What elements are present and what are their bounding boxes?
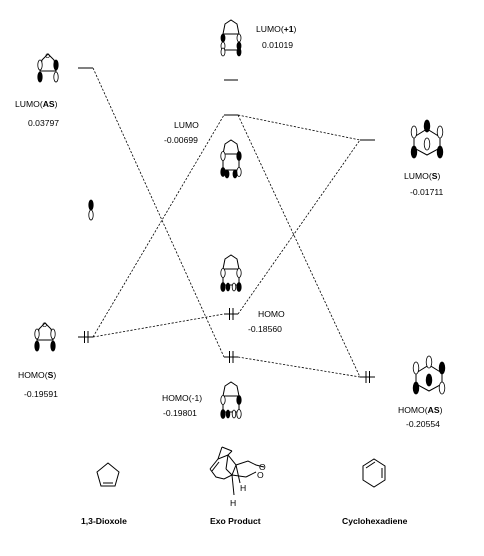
orbital-diene-homo-icon (412, 355, 446, 395)
label-product-homo-minus1: HOMO(-1) -0.19801 (162, 393, 202, 418)
corr-dioxole-lumo-to-homo-minus1 (92, 67, 225, 358)
electron-pair-product-homo-minus1 (229, 351, 234, 363)
orbital-diene-lumo-icon (410, 119, 444, 159)
corr-dioxole-homo-to-homo (92, 313, 225, 338)
electron-pairs (84, 308, 370, 383)
svg-text:HOMO: HOMO (258, 309, 285, 319)
svg-text:HOMO(S): HOMO(S) (18, 370, 56, 380)
oxygen-atom-label-2: O (257, 470, 264, 480)
energy-product-lumo-plus1: 0.01019 (262, 40, 293, 50)
orbital-product-homo-minus1-icon (220, 381, 242, 419)
orbital-dioxole-lumo-icon: O (37, 53, 59, 83)
corr-dioxole-homo-to-lumo (92, 114, 225, 338)
energy-product-homo: -0.18560 (248, 324, 282, 334)
oxygen-atom-label-1: O (259, 462, 266, 472)
corr-lumo-to-diene-lumo (237, 114, 361, 141)
molecule-label-dioxole: 1,3-Dioxole (81, 516, 127, 526)
energy-dioxole-homo: -0.19591 (24, 389, 58, 399)
orbital-product-homo-icon (220, 254, 242, 292)
corr-homo-to-diene-lumo (237, 139, 361, 315)
svg-text:LUMO(S): LUMO(S) (404, 171, 440, 181)
electron-pair-dioxole-homo (84, 331, 89, 343)
hydrogen-atom-label-2: H (230, 498, 236, 508)
orbital-dioxole-homo-icon: O (34, 322, 56, 352)
electron-pair-diene-homo (365, 371, 370, 383)
svg-text:O: O (42, 323, 47, 329)
label-product-lumo-plus1: LUMO(+1) 0.01019 (256, 24, 297, 50)
svg-text:LUMO(AS): LUMO(AS) (15, 99, 58, 109)
label-diene-lumo: LUMO(S) -0.01711 (404, 171, 444, 197)
energy-levels (78, 67, 375, 378)
energy-product-lumo: -0.00699 (164, 135, 198, 145)
p-orbital-icon (88, 199, 94, 221)
energy-dioxole-lumo: 0.03797 (28, 118, 59, 128)
label-product-lumo: LUMO -0.00699 (164, 120, 199, 145)
energy-diene-homo: -0.20554 (406, 419, 440, 429)
svg-text:HOMO(AS): HOMO(AS) (398, 405, 443, 415)
molecule-label-cyclohexadiene: Cyclohexadiene (342, 516, 408, 526)
corr-lumo-to-diene-homo (237, 114, 361, 378)
svg-text:LUMO: LUMO (174, 120, 199, 130)
electron-pair-product-homo (229, 308, 234, 320)
label-diene-homo: HOMO(AS) -0.20554 (398, 405, 443, 429)
label-dioxole-homo: HOMO(S) -0.19591 (18, 370, 58, 399)
structure-dioxole (96, 462, 120, 487)
hydrogen-atom-label-1: H (240, 483, 246, 493)
corr-homo-minus1-to-diene-homo (237, 356, 361, 378)
energy-product-homo-minus1: -0.19801 (163, 408, 197, 418)
molecule-label-exo-product: Exo Product (210, 516, 261, 526)
orbital-product-lumo-icon (220, 139, 242, 179)
svg-text:O: O (45, 54, 50, 60)
structure-exo-product: O O H H (209, 446, 266, 508)
correlation-lines (92, 67, 361, 378)
svg-text:HOMO(-1): HOMO(-1) (162, 393, 202, 403)
label-product-homo: HOMO -0.18560 (248, 309, 285, 334)
structure-cyclohexadiene (362, 458, 386, 488)
label-dioxole-lumo: LUMO(AS) 0.03797 (15, 99, 59, 128)
svg-text:LUMO(+1): LUMO(+1) (256, 24, 297, 34)
energy-diene-lumo: -0.01711 (410, 187, 444, 197)
orbital-product-lumo-plus1-icon (220, 19, 242, 57)
